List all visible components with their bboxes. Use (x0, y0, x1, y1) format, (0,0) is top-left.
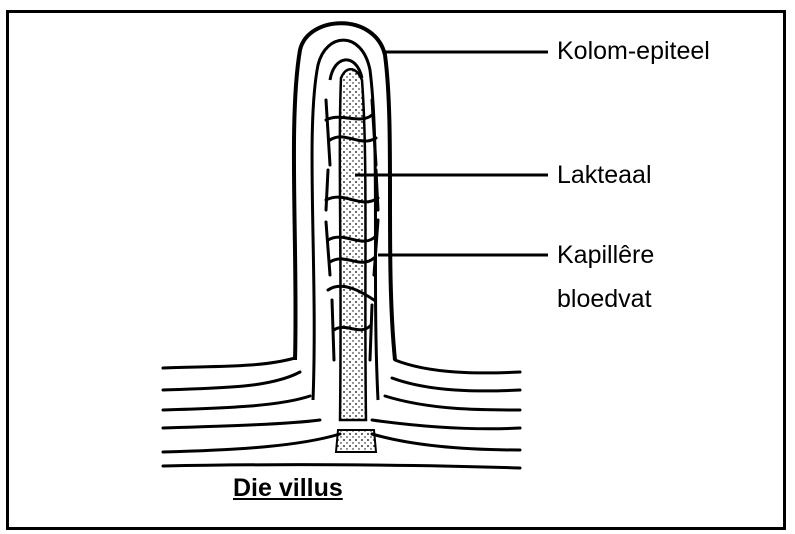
pointer-lines (355, 52, 548, 255)
lacteal-channel (340, 69, 366, 420)
label-kolom-epiteel: Kolom-epiteel (557, 34, 710, 68)
lacteal-base (336, 430, 376, 452)
label-kapillere-line2: bloedvat (557, 282, 652, 316)
label-lakteaal: Lakteaal (557, 158, 652, 192)
label-kapillere-line1: Kapillêre (557, 238, 654, 272)
diagram-caption: Die villus (233, 474, 343, 503)
